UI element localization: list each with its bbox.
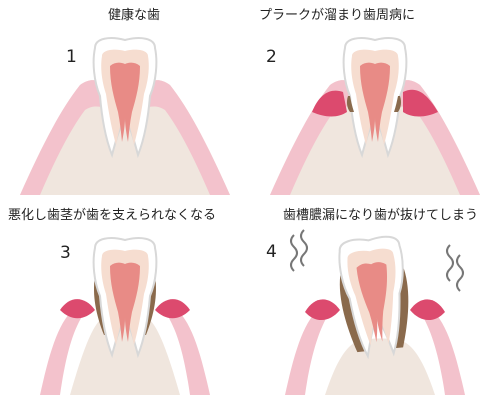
jaw-bone xyxy=(70,318,180,395)
wiggle-line-left xyxy=(290,234,298,272)
gum xyxy=(40,305,210,395)
inflamed-gum-left xyxy=(305,299,340,321)
inflamed-gum-left xyxy=(312,90,347,117)
jaw-bone xyxy=(325,338,435,395)
stage-4-panel: 歯槽膿漏になり歯が抜けてしまう 4 xyxy=(250,200,500,400)
tooth-pulp xyxy=(110,62,140,142)
stage-1-panel: 健康な歯 1 xyxy=(0,0,250,200)
stage-1-caption: 健康な歯 xyxy=(108,8,161,23)
loose-tooth xyxy=(338,235,409,360)
wiggle-line-left-2 xyxy=(300,229,308,267)
tooth-pulp xyxy=(356,262,388,343)
receding-gum-illustration xyxy=(40,237,210,395)
stage-2-number: 2 xyxy=(266,47,277,67)
tooth-pulp xyxy=(110,262,140,342)
stage-3-panel: 悪化し歯茎が歯を支えられなくなる 3 xyxy=(0,200,250,400)
plaque-right xyxy=(394,96,402,112)
stage-3-number: 3 xyxy=(60,243,71,263)
plaque-tooth-illustration xyxy=(270,37,480,195)
stage-3-caption: 悪化し歯茎が歯を支えられなくなる xyxy=(8,208,217,223)
gum xyxy=(285,305,465,395)
inflamed-gum-left xyxy=(60,299,95,319)
gum xyxy=(20,80,230,195)
stage-4-number: 4 xyxy=(266,242,277,262)
stage-1-number: 1 xyxy=(66,47,77,67)
loose-tooth-illustration xyxy=(285,229,465,395)
tooth-pulp xyxy=(360,62,390,142)
stage-2-caption: プラークが溜まり歯周病に xyxy=(259,8,416,23)
wiggle-line-right-2 xyxy=(456,254,464,292)
wiggle-line-right xyxy=(446,244,454,282)
plaque-left xyxy=(346,96,354,112)
inflamed-gum-right xyxy=(403,89,438,117)
inflamed-gum-right xyxy=(410,299,445,321)
healthy-tooth-illustration xyxy=(20,37,230,195)
stage-2-panel: プラークが溜まり歯周病に 2 xyxy=(250,0,500,200)
stage-4-caption: 歯槽膿漏になり歯が抜けてしまう xyxy=(283,208,479,223)
inflamed-gum-right xyxy=(155,299,190,319)
